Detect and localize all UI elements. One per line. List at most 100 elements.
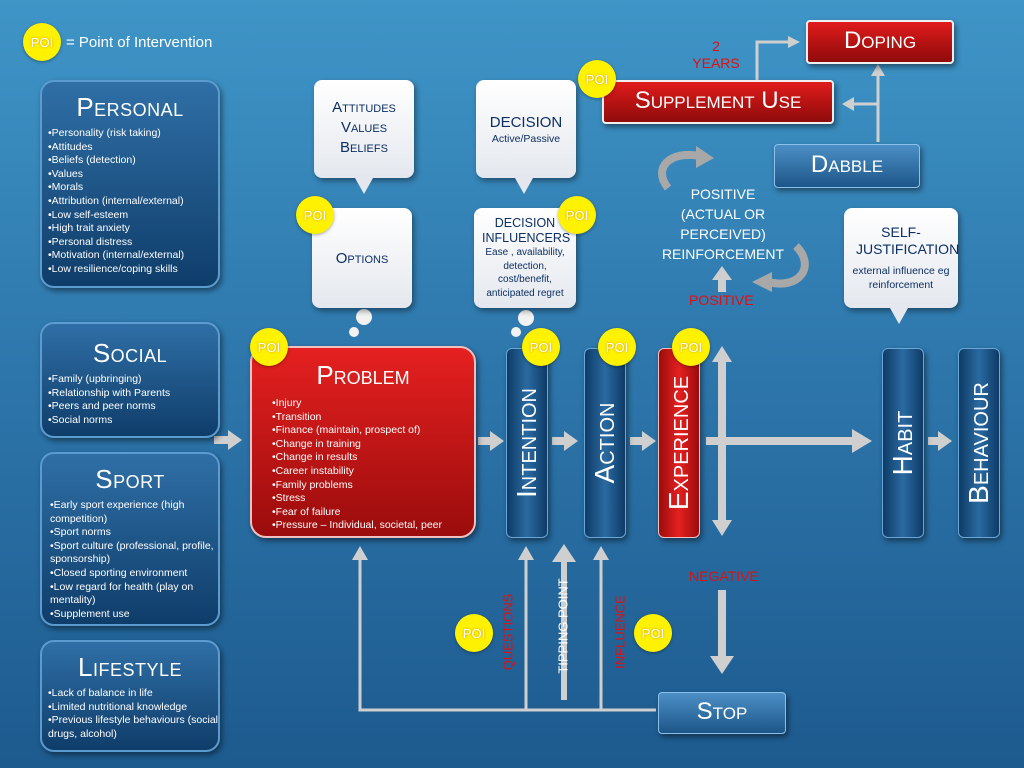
habit-bar: Habit [882,348,924,538]
problem-list-item: •Pressure – Individual, societal, peer [272,519,443,532]
lifestyle-list-item: •Previous lifestyle behaviours (social d… [48,714,218,740]
arrowhead-social-problem [228,430,242,450]
reinforcement-l2: (ACTUAL OR [680,206,766,222]
self-justification-tail [890,308,908,324]
social-box: Social •Family (upbringing)•Relationship… [40,322,220,438]
reinforcement-l1: POSITIVE [690,186,756,202]
values-line: Values [340,119,388,136]
doping-label: Doping [843,27,917,54]
decision-title: DECISION [489,114,563,131]
doping-box: Doping [806,20,954,64]
poi-marker-action: POI [598,328,636,366]
poi-marker-influence: POI [634,614,672,652]
sport-list-item: •Sport culture (professional, profile, s… [50,539,214,566]
decision-bubble-tail [515,178,533,194]
personal-list-item: •Personality (risk taking) [48,127,161,139]
problem-list-item: •Transition [272,410,322,423]
personal-list-item: •Personal distress [48,235,133,248]
social-list-item: •Family (upbringing) [48,373,142,385]
lifestyle-title: Lifestyle [78,652,182,682]
problem-list: •Injury•Transition•Finance (maintain, pr… [272,397,474,533]
intention-bar: Intention [506,348,548,538]
problem-list-item: •Stress [272,492,306,505]
personal-list-item: •Values [48,167,84,180]
problem-list-item: •Fear of failure [272,505,341,518]
experience-label: Experience [663,375,694,511]
social-list: •Family (upbringing)•Relationship with P… [42,373,218,427]
sport-list-item: •Closed sporting environment [50,566,188,579]
beliefs-line: Beliefs [340,139,388,156]
problem-list-item: •Injury [272,397,302,409]
legend-text: = Point of Intervention [66,34,213,51]
personal-title: Personal [76,92,184,122]
self-justification-body: external influence eg reinforcement [852,265,950,291]
dabble-box: Dabble [774,144,920,188]
behaviour-label: Behaviour [963,382,994,504]
problem-list-item: •Family problems [272,478,353,491]
stop-label: Stop [696,698,748,725]
social-list-item: •Peers and peer norms [48,400,156,413]
attitudes-bubble-tail [355,178,373,194]
poi-marker-influencers: POI [558,196,596,234]
sport-box: Sport •Early sport experience (high comp… [40,452,220,626]
reinforcement-text: POSITIVE (ACTUAL OR PERCEIVED) REINFORCE… [650,184,796,264]
personal-box: Personal •Personality (risk taking)•Atti… [40,80,220,288]
personal-list-item: •Motivation (internal/external) [48,249,185,262]
sport-list-item: •Early sport experience (high competitio… [50,499,185,525]
habit-label: Habit [887,410,918,476]
problem-list-item: •Change in results [272,451,358,464]
problem-title: Problem [316,360,410,390]
personal-list-item: •Low self-esteem [48,208,129,221]
personal-list: •Personality (risk taking)•Attitudes•Bel… [42,127,218,277]
two-years-unit: YEARS [692,55,740,71]
influencers-body: Ease , availability, detection, cost/ben… [485,247,565,299]
reinforcement-l4: REINFORCEMENT [661,246,785,262]
self-justification-bubble: SELF-JUSTIFICATION external influence eg… [844,208,960,308]
sport-list-item: •Low regard for health (play on mentalit… [50,580,194,607]
poi-marker-problem: POI [250,328,288,366]
positive-label: POSITIVE [689,292,754,308]
sport-title: Sport [95,464,165,494]
intention-label: Intention [511,388,542,498]
personal-list-item: •Beliefs (detection) [48,154,136,167]
action-bar: Action [584,348,626,538]
stop-box: Stop [658,692,786,734]
problem-list-item: •Career instability [272,464,354,477]
influence-label: INFLUENCE [612,595,628,669]
poi-marker-intention: POI [522,328,560,366]
two-years-number: 2 [712,38,720,54]
social-list-item: •Relationship with Parents [48,386,171,399]
social-list-item: •Social norms [48,413,113,426]
action-label: Action [589,402,620,484]
personal-list-item: •Attitudes [48,140,93,153]
personal-list-item: •Low resilience/coping skills [48,262,178,275]
attitudes-bubble: Attitudes Values Beliefs [314,80,414,178]
problem-list-item: •Change in training [272,437,361,450]
legend-poi-marker: POI [23,23,61,61]
supplement-use-label: Supplement Use [634,87,802,114]
options-label: Options [335,250,389,267]
decision-sub: Active/Passive [491,133,561,145]
lifestyle-list-item: •Limited nutritional knowledge [48,700,188,713]
two-years-label: 2 YEARS [686,38,746,72]
problem-box: Problem •Injury•Transition•Finance (main… [250,346,476,538]
personal-list-item: •High trait anxiety [48,222,130,235]
sport-list-item: •Sport norms [50,526,111,539]
attitudes-line: Attitudes [332,99,396,116]
social-title: Social [92,338,168,368]
reinforcement-l3: PERCEIVED) [680,226,766,242]
self-justification-title: SELF-JUSTIFICATION [856,224,960,257]
supplement-use-box: Supplement Use [602,80,834,124]
experience-bar: Experience [658,348,700,538]
poi-marker-questions: POI [455,614,493,652]
lifestyle-box: Lifestyle •Lack of balance in life•Limit… [40,640,220,752]
negative-label: NEGATIVE [689,568,759,584]
poi-marker-experience: POI [672,328,710,366]
influencers-title: DECISION INFLUENCERS [482,216,571,245]
sport-list: •Early sport experience (high competitio… [42,499,218,621]
tipping-point-label: TIPPING POINT [555,578,571,674]
poi-marker-options: POI [296,196,334,234]
influencers-bubble: DECISION INFLUENCERS Ease , availability… [474,208,576,308]
problem-list-item: •Finance (maintain, prospect of) [272,424,421,437]
